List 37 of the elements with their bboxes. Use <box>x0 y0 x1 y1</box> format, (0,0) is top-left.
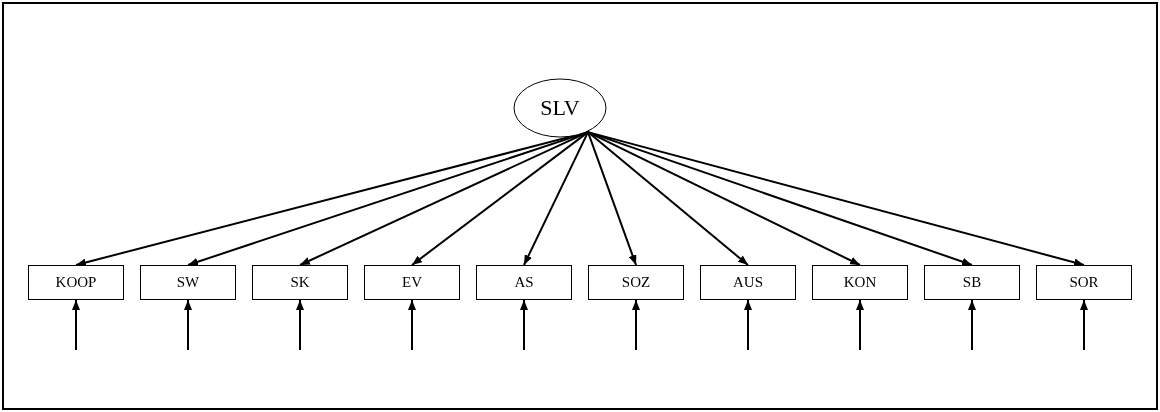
variable-label: AS <box>514 274 534 291</box>
error-arrow <box>1080 299 1088 351</box>
latent-variable-ellipse <box>513 78 607 138</box>
variable-label: KOOP <box>55 274 97 291</box>
error-arrow <box>744 299 752 351</box>
indicator-box <box>924 265 1020 300</box>
variable-label: SOZ <box>621 274 651 291</box>
indicator-box <box>1036 265 1132 300</box>
error-arrow <box>520 299 528 351</box>
error-arrow <box>968 299 976 351</box>
variable-label: SLV <box>540 95 580 121</box>
error-arrow <box>296 299 304 351</box>
indicator-box <box>700 265 796 300</box>
indicator-box <box>812 265 908 300</box>
variable-label: SOR <box>1069 274 1099 291</box>
arrow <box>523 131 589 266</box>
variable-label: AUS <box>733 274 763 291</box>
variable-label: KON <box>843 274 877 291</box>
indicator-box <box>140 265 236 300</box>
error-arrow <box>632 299 640 351</box>
arrow <box>587 131 1085 267</box>
indicator-box <box>28 265 124 300</box>
indicator-box <box>588 265 684 300</box>
variable-label: SW <box>176 274 200 291</box>
arrow <box>587 131 637 266</box>
indicator-box <box>364 265 460 300</box>
error-arrow <box>408 299 416 351</box>
arrow <box>411 131 589 266</box>
error-arrow <box>184 299 192 351</box>
variable-label: SK <box>290 274 310 291</box>
indicator-box <box>476 265 572 300</box>
arrow <box>587 131 749 266</box>
variable-label: SB <box>962 274 982 291</box>
indicator-box <box>252 265 348 300</box>
variable-label: EV <box>402 274 422 291</box>
error-arrow <box>72 299 80 351</box>
error-arrow <box>856 299 864 351</box>
